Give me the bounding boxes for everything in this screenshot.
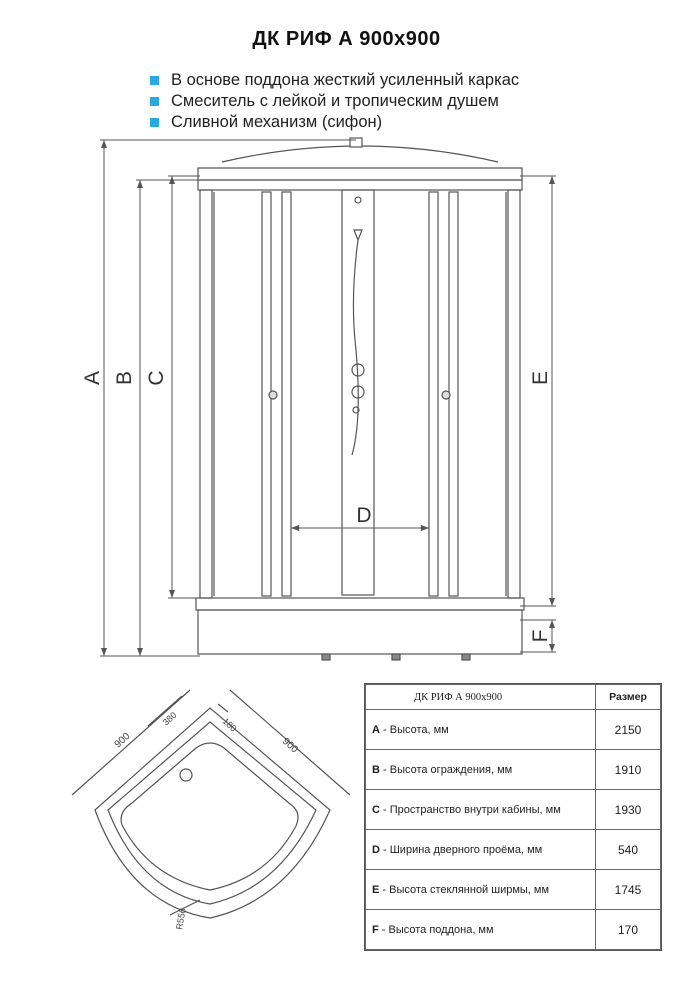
bullet-square-icon [150, 97, 159, 106]
dim-label-d: D [356, 504, 371, 527]
spec-desc: B - Высота ограждения, мм [365, 749, 596, 790]
left-outer-post [199, 189, 213, 599]
dim-label-c: C [145, 370, 168, 385]
mixer-knob [351, 385, 365, 399]
drain-hole [179, 768, 193, 782]
plan-radius: R556 [174, 907, 188, 930]
tray-plan-drawing [71, 689, 351, 919]
spec-table: ДК РИФ А 900х900 Размер A - Высота, мм 2… [364, 683, 662, 951]
table-row: D - Ширина дверного проёма, мм 540 [365, 829, 661, 870]
feature-item: Сливной механизм (сифон) [150, 112, 519, 133]
spec-value: 2150 [595, 709, 661, 750]
dim-label-f: F [529, 630, 552, 643]
bullet-square-icon [150, 118, 159, 127]
plan-side-left: 900 [113, 731, 133, 751]
spec-value: 1930 [595, 789, 661, 830]
dim-label-a: A [81, 371, 104, 385]
spec-desc: D - Ширина дверного проёма, мм [365, 829, 596, 870]
rear-panel [341, 189, 375, 596]
bullet-square-icon [150, 76, 159, 85]
table-row: B - Высота ограждения, мм 1910 [365, 749, 661, 790]
feature-list: В основе поддона жесткий усиленный карка… [150, 70, 519, 133]
door-handle [268, 390, 278, 400]
roof-vent [349, 137, 363, 148]
spec-table-header-value: Размер [595, 684, 661, 710]
right-door-profile [428, 191, 439, 597]
dim-label-e: E [529, 371, 552, 385]
table-row: C - Пространство внутри кабины, мм 1930 [365, 789, 661, 830]
top-frame [197, 167, 523, 181]
tray-rim [195, 597, 525, 611]
spec-desc: A - Высота, мм [365, 709, 596, 750]
right-outer-post [507, 189, 521, 599]
door-handle [441, 390, 451, 400]
spec-table-caption: ДК РИФ А 900х900 [365, 684, 596, 710]
spec-desc: C - Пространство внутри кабины, мм [365, 789, 596, 830]
table-row: F - Высота поддона, мм 170 [365, 909, 661, 950]
spec-value: 1745 [595, 869, 661, 910]
page-title: ДК РИФ А 900х900 [252, 28, 441, 50]
roof-dome [221, 145, 499, 163]
left-door-profile [281, 191, 292, 597]
handheld-shower [353, 229, 363, 242]
feature-text: В основе поддона жесткий усиленный карка… [171, 71, 520, 89]
spec-value: 540 [595, 829, 661, 870]
table-row: E - Высота стеклянной ширмы, мм 1745 [365, 869, 661, 910]
tray-body [197, 609, 523, 655]
mixer-knob [351, 363, 365, 377]
spec-desc: E - Высота стеклянной ширмы, мм [365, 869, 596, 910]
feature-text: Смеситель с лейкой и тропическим душем [171, 92, 499, 110]
plan-side-right: 900 [280, 736, 300, 756]
feature-item: В основе поддона жесткий усиленный карка… [150, 70, 519, 91]
top-frame-lower [197, 179, 523, 191]
spec-value: 1910 [595, 749, 661, 790]
spec-value: 170 [595, 909, 661, 950]
table-row: A - Высота, мм 2150 [365, 709, 661, 750]
dim-label-b: B [113, 371, 136, 385]
feature-text: Сливной механизм (сифон) [171, 113, 383, 131]
feature-item: Смеситель с лейкой и тропическим душем [150, 91, 519, 112]
spec-desc: F - Высота поддона, мм [365, 909, 596, 950]
